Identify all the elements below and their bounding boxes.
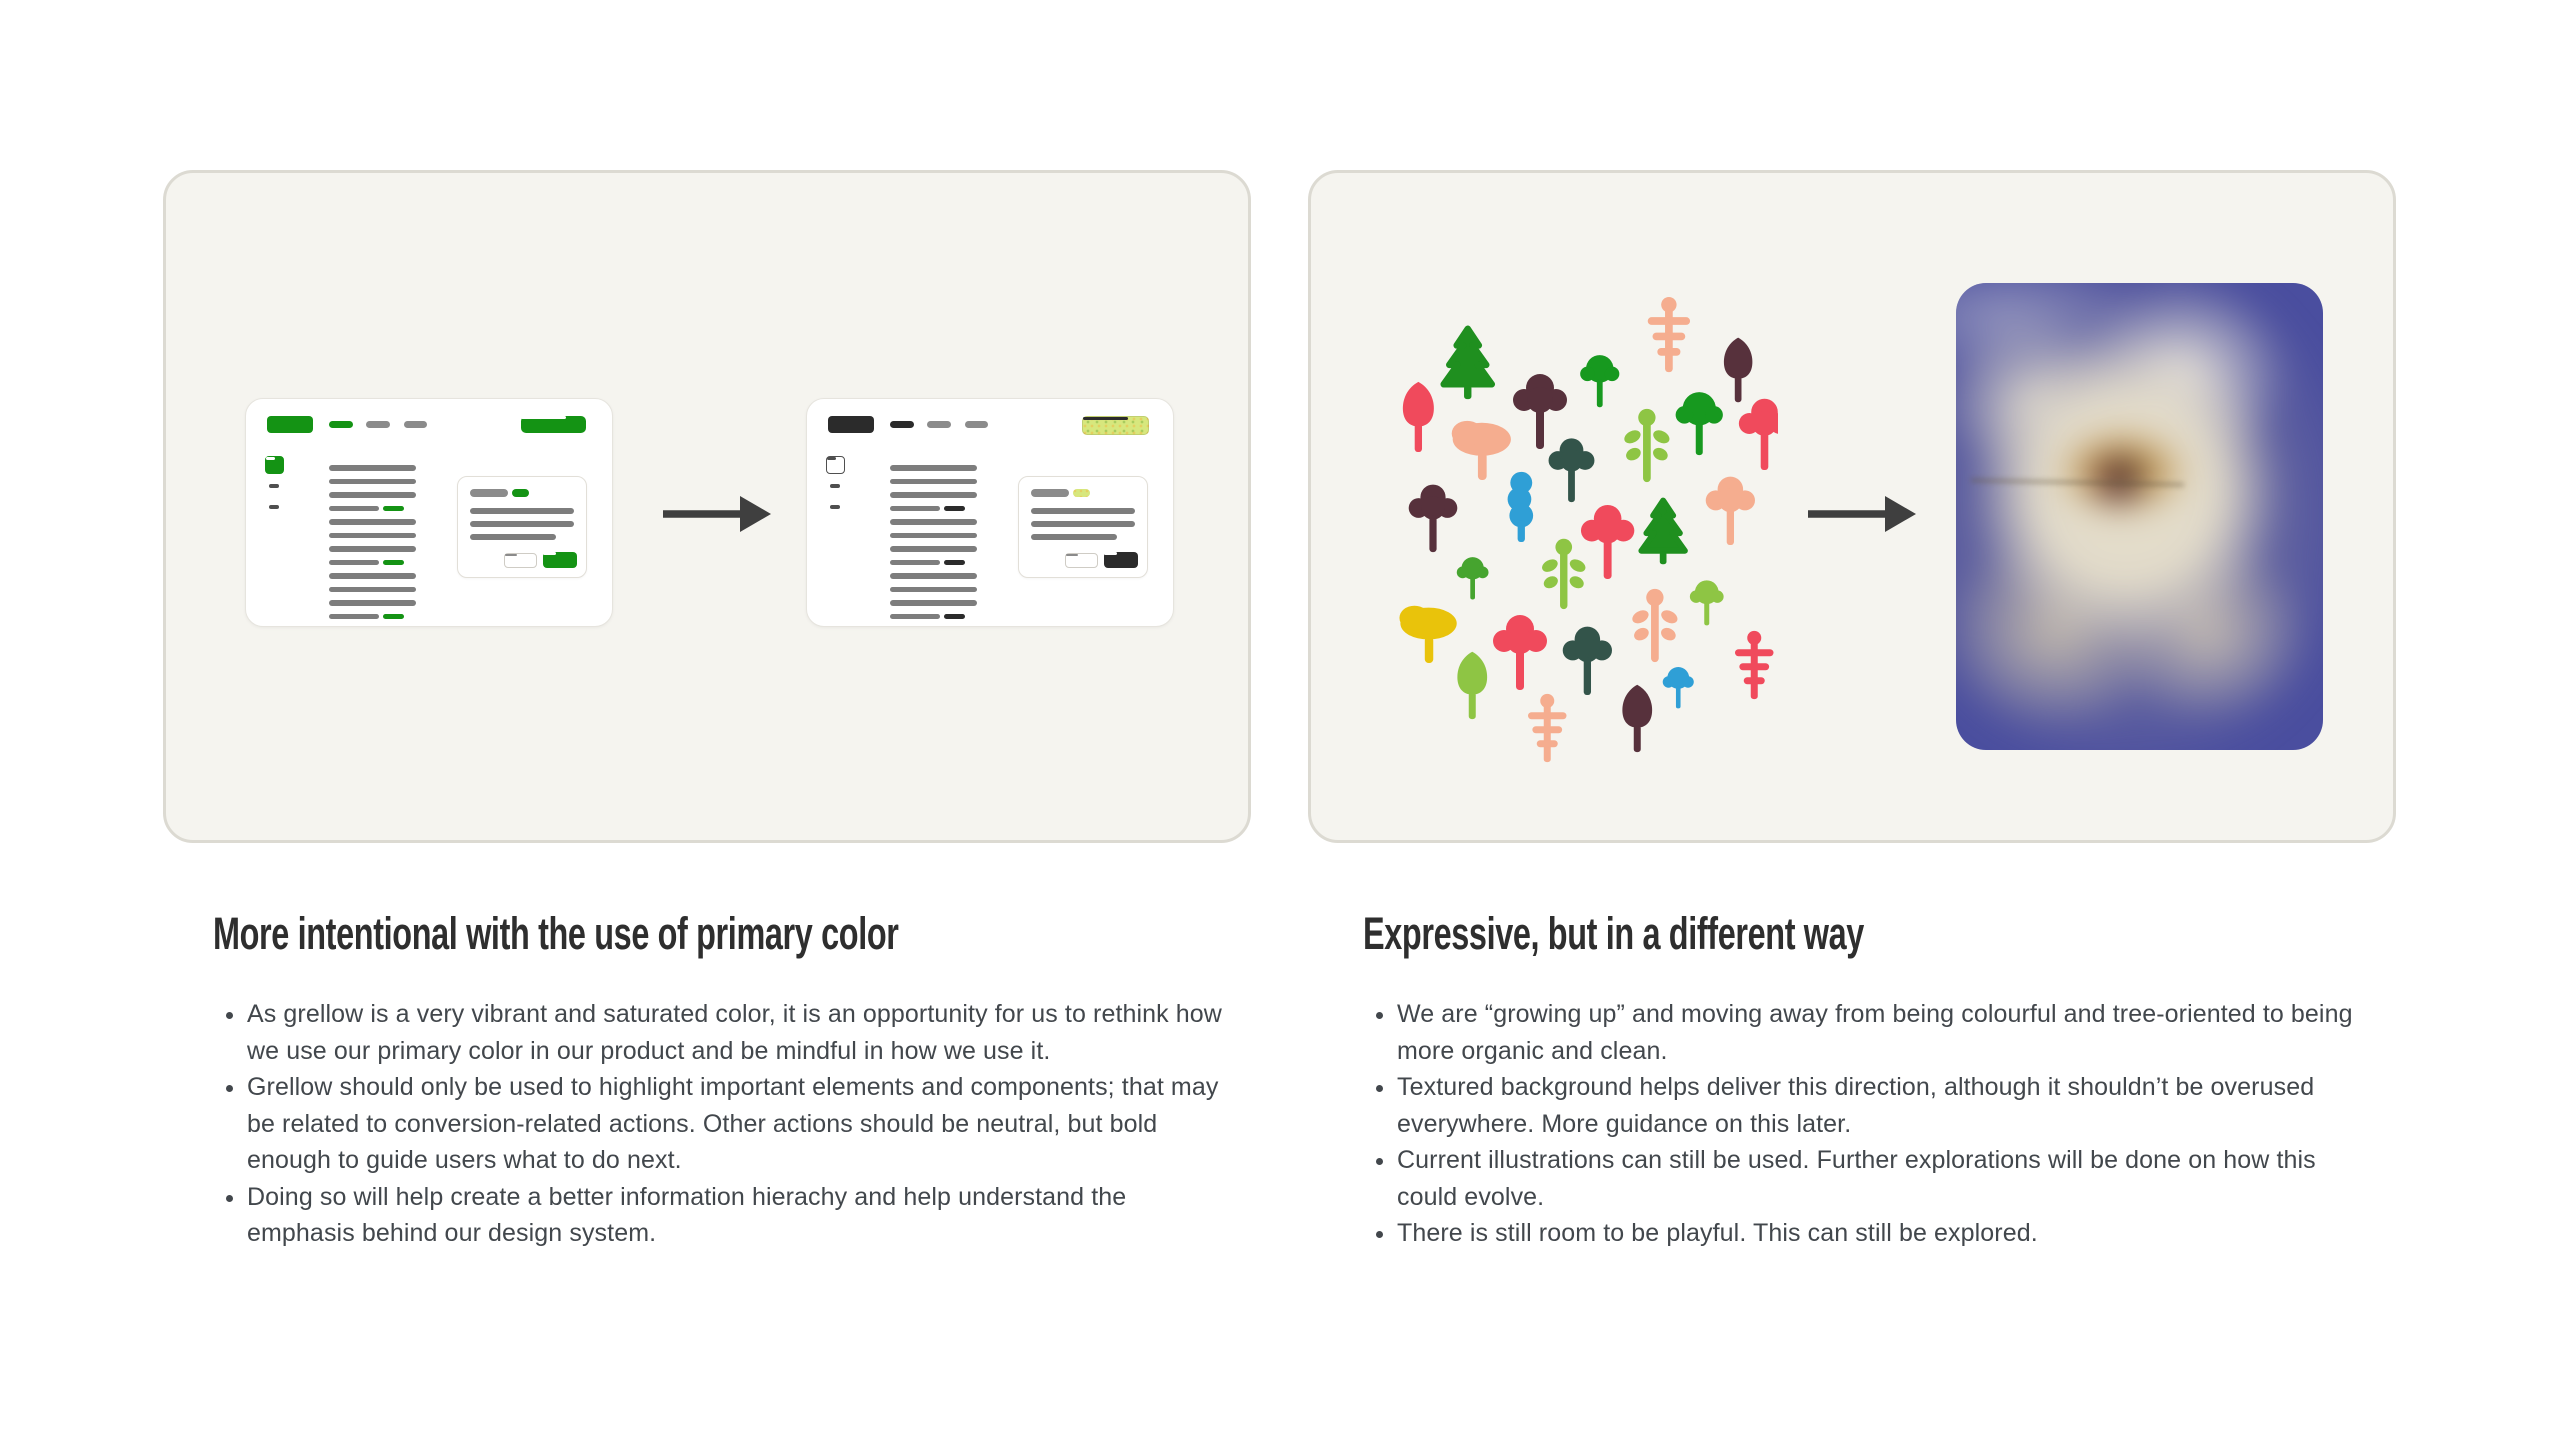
mock-secondary-button	[1065, 552, 1098, 568]
mock-accent-chunk	[944, 559, 965, 565]
section-primary-color-text: More intentional with the use of primary…	[213, 908, 1223, 1252]
tree-oval-icon	[1457, 651, 1488, 720]
tree-oval-icon	[1622, 684, 1653, 753]
figure-card-illustration-direction	[1308, 170, 2396, 843]
tree-tier-icon	[1528, 693, 1567, 763]
mock-accent-chunk	[383, 559, 404, 565]
mock-nav-item	[927, 421, 951, 428]
tree-tier-icon	[1647, 296, 1691, 373]
mock-accent-chunk	[944, 613, 965, 619]
bullet-item: There is still room to be playful. This …	[1397, 1215, 2373, 1252]
mock-accent-chunk	[383, 505, 404, 511]
tree-bean-icon	[1399, 605, 1457, 663]
tree-blob3-icon	[1580, 504, 1635, 580]
tree-sprout-icon	[1624, 408, 1670, 483]
tree-round-icon	[1689, 580, 1724, 626]
bullet-item: Current illustrations can still be used.…	[1397, 1142, 2373, 1215]
tree-illustrations	[1399, 296, 1778, 763]
tree-round-icon	[1675, 392, 1723, 456]
mock-sidebar-dash	[269, 484, 279, 488]
tree-tier-icon	[1735, 630, 1774, 700]
tree-oval-icon	[1723, 337, 1753, 403]
tree-blob3-icon	[1493, 615, 1547, 690]
tree-blob3-icon	[1548, 438, 1595, 503]
figure-card-primary-color	[163, 170, 1251, 843]
mock-nav-item	[366, 421, 390, 428]
bullet-item: Grellow should only be used to highlight…	[247, 1069, 1223, 1179]
tree-sprout-icon	[1542, 538, 1586, 610]
tree-blob3-icon	[1738, 398, 1778, 471]
ui-mockup-after	[806, 398, 1174, 627]
mock-nav-item	[404, 421, 427, 428]
tree-blob3-icon	[1408, 484, 1458, 553]
mock-nav-item	[965, 421, 988, 428]
tree-stack-icon	[1507, 471, 1534, 543]
tree-round-icon	[1580, 355, 1620, 408]
blurred-flower-photo	[1956, 283, 2323, 750]
mock-content-lines	[890, 465, 977, 626]
bullet-list: We are “growing up” and moving away from…	[1363, 996, 2373, 1252]
flower-blur-layer	[1956, 283, 2323, 750]
mock-secondary-button	[504, 552, 537, 568]
mock-content-lines	[329, 465, 416, 626]
tree-sprout-icon	[1632, 588, 1678, 663]
mock-accent-chunk	[383, 613, 404, 619]
mock-accent-chunk	[944, 505, 965, 511]
mock-sidebar-dash	[269, 505, 279, 509]
mock-dialog-card	[1018, 476, 1148, 578]
mock-cta-button	[1082, 416, 1149, 435]
section-expressive-text: Expressive, but in a different way We ar…	[1363, 908, 2373, 1252]
mock-accent-tag	[1073, 489, 1090, 497]
mock-nav-item	[890, 421, 914, 428]
arrow-right-icon	[1808, 496, 1916, 532]
mock-sidebar-dash	[830, 484, 840, 488]
tree-blob3-icon	[1562, 626, 1612, 696]
tree-round-icon	[1662, 667, 1694, 709]
bullet-item: Doing so will help create a better infor…	[247, 1179, 1223, 1252]
tree-bean-icon	[1451, 420, 1511, 481]
mock-accent-tag	[512, 489, 529, 497]
mock-sidebar-icon	[826, 456, 845, 474]
bullet-item: We are “growing up” and moving away from…	[1397, 996, 2373, 1069]
bullet-item: As grellow is a very vibrant and saturat…	[247, 996, 1223, 1069]
arrow-right-icon	[663, 496, 771, 532]
tree-oval-icon	[1402, 381, 1434, 453]
mock-nav-item	[329, 421, 353, 428]
section-heading: Expressive, but in a different way	[1363, 908, 1864, 959]
mock-logo	[267, 416, 313, 433]
mock-sidebar-dash	[830, 505, 840, 509]
tree-blob3-icon	[1705, 476, 1755, 546]
mock-sidebar-icon	[265, 456, 284, 474]
ui-mockup-before	[245, 398, 613, 627]
tree-pine-icon	[1638, 497, 1688, 565]
mock-primary-button	[543, 552, 577, 568]
mock-primary-button	[1104, 552, 1138, 568]
mock-dialog-card	[457, 476, 587, 578]
bullet-list: As grellow is a very vibrant and saturat…	[213, 996, 1223, 1252]
section-heading: More intentional with the use of primary…	[213, 908, 899, 959]
mock-cta-button	[521, 416, 586, 433]
tree-pine-icon	[1440, 325, 1496, 400]
tree-round-icon	[1456, 557, 1489, 600]
bullet-item: Textured background helps deliver this d…	[1397, 1069, 2373, 1142]
mock-logo	[828, 416, 874, 433]
tree-blob3-icon	[1513, 374, 1567, 449]
